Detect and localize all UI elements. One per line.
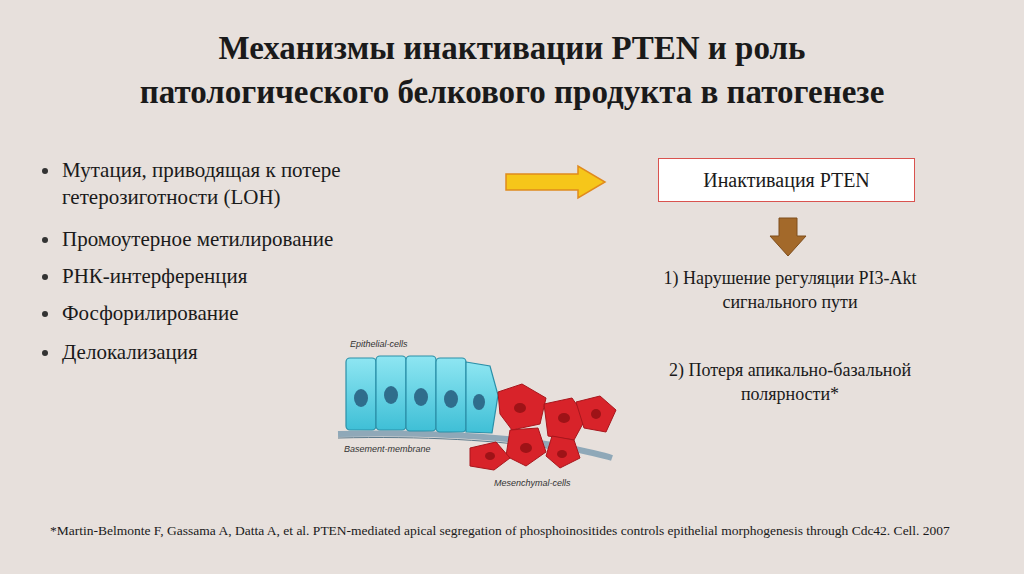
box-text: Инактивация PTEN (703, 169, 870, 192)
consequence-text: 1) Нарушение регуляции PI3-Akt сигнально… (655, 266, 925, 314)
bullet-item: Промоутерное метилирование (62, 226, 442, 253)
footnote: *Martin-Belmonte F, Gassama A, Datta A, … (50, 522, 980, 540)
consequence-text: 2) Потеря апикально-базальной полярности… (655, 358, 925, 406)
mesenchymal-cells (470, 384, 616, 470)
mesenchymal-nuclei (485, 403, 601, 460)
figure-label: Epithelial-cells (350, 339, 470, 350)
bullet-dot (42, 168, 48, 174)
bullet-dot (42, 350, 48, 356)
slide-title: Механизмы инактивации PTEN и роль патоло… (90, 26, 934, 114)
figure-label: Mesenchymal-cells (494, 478, 624, 489)
brown-arrow (770, 218, 806, 256)
yellow-arrow (506, 166, 605, 198)
bullet-dot (42, 274, 48, 280)
bullet-dot (42, 237, 48, 243)
nuclei (354, 386, 485, 410)
epithelial-cells (346, 356, 498, 433)
bullet-dot (42, 311, 48, 317)
bullet-item: РНК-интерференция (62, 263, 442, 290)
process-box: Инактивация PTEN (658, 158, 915, 202)
figure-label: Basement-membrane (344, 444, 474, 455)
bullet-item: Фосфорилирование (62, 300, 442, 327)
bullet-item: Мутация, приводящая к потере гетерозигот… (62, 157, 442, 211)
